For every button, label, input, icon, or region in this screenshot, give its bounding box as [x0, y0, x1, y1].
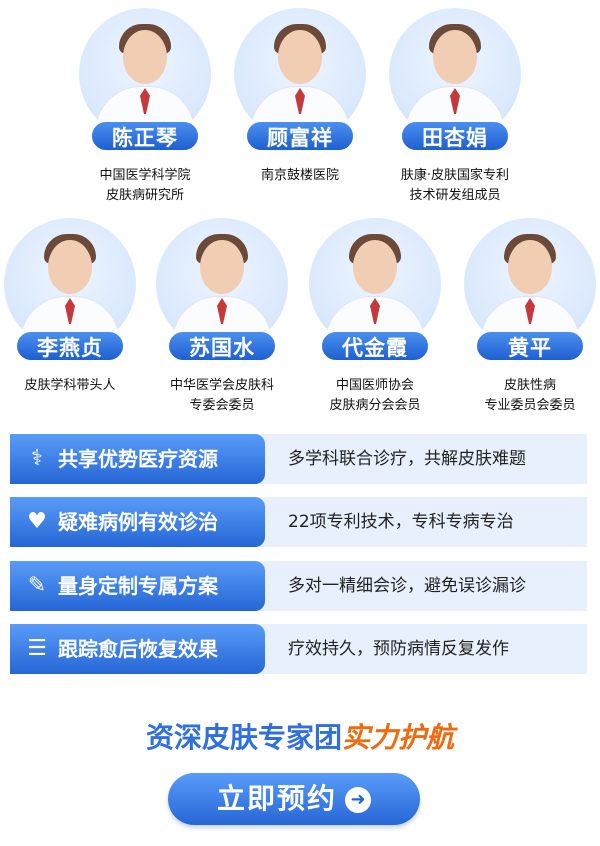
doctor-icon: ⚕	[31, 446, 43, 471]
doctor-card: 黄平皮肤性病专业委员会委员	[455, 218, 600, 416]
doctor-name: 田杏娟	[400, 120, 510, 152]
doctor-title: 肤康·皮肤国家专利	[400, 168, 510, 183]
doctor-name: 黄平	[475, 330, 585, 362]
slogan: 资深皮肤专家团实力护航	[145, 721, 455, 754]
feature-desc: 疗效持久，预防病情反复发作	[288, 639, 509, 659]
clipboard-icon: ☰	[27, 636, 47, 661]
feature-label: ♥疑难病例有效诊治	[10, 497, 265, 547]
doctor-title: 专业委员会委员	[484, 398, 576, 413]
doctor-name: 代金霞	[320, 330, 430, 362]
doctor-card: 顾富祥南京鼓楼医院	[225, 8, 375, 186]
doctor-card: 田杏娟肤康·皮肤国家专利技术研发组成员	[380, 8, 530, 206]
feature-label: ⚕共享优势医疗资源	[10, 434, 265, 484]
tools-icon: ✎	[27, 573, 47, 598]
doctor-title: 中国医学科学院	[99, 168, 191, 183]
feature-row: ⚕共享优势医疗资源 多学科联合诊疗，共解皮肤难题	[10, 434, 587, 484]
book-now-button[interactable]: 立即预约➜	[168, 773, 420, 825]
doctor-photo	[309, 218, 441, 350]
doctor-title: 中华医学会皮肤科	[169, 378, 274, 393]
patient-care-icon: ♥	[27, 509, 47, 534]
doctor-photo	[389, 8, 521, 140]
doctor-title: 皮肤病研究所	[105, 188, 184, 203]
doctor-name: 李燕贞	[15, 330, 125, 362]
doctor-title: 皮肤学科带头人	[24, 378, 116, 393]
feature-desc: 多学科联合诊疗，共解皮肤难题	[288, 449, 526, 469]
doctor-name: 顾富祥	[245, 120, 355, 152]
doctor-title: 皮肤病分会会员	[329, 398, 421, 413]
doctor-card: 陈正琴中国医学科学院皮肤病研究所	[70, 8, 220, 206]
doctor-title: 专委会委员	[189, 398, 255, 413]
arrow-right-icon: ➜	[345, 787, 371, 813]
doctor-photo	[4, 218, 136, 350]
feature-row: ♥疑难病例有效诊治 22项专利技术，专科专病专治	[10, 497, 587, 547]
feature-desc: 多对一精细会诊，避免误诊漏诊	[288, 576, 526, 596]
doctor-card: 李燕贞皮肤学科带头人	[0, 218, 145, 396]
doctor-title: 中国医师协会	[335, 378, 414, 393]
doctor-name: 陈正琴	[90, 120, 200, 152]
feature-row: ☰跟踪愈后恢复效果 疗效持久，预防病情反复发作	[10, 624, 587, 674]
doctor-title: 技术研发组成员	[409, 188, 501, 203]
doctor-title: 皮肤性病	[503, 378, 556, 393]
doctor-card: 代金霞中国医师协会皮肤病分会会员	[300, 218, 450, 416]
feature-label: ☰跟踪愈后恢复效果	[10, 624, 265, 674]
doctor-name: 苏国水	[167, 330, 277, 362]
feature-desc: 22项专利技术，专科专病专治	[288, 512, 514, 532]
doctor-title: 南京鼓楼医院	[260, 168, 339, 183]
doctor-card: 苏国水中华医学会皮肤科专委会委员	[147, 218, 297, 416]
feature-row: ✎量身定制专属方案 多对一精细会诊，避免误诊漏诊	[10, 561, 587, 611]
feature-label: ✎量身定制专属方案	[10, 561, 265, 611]
